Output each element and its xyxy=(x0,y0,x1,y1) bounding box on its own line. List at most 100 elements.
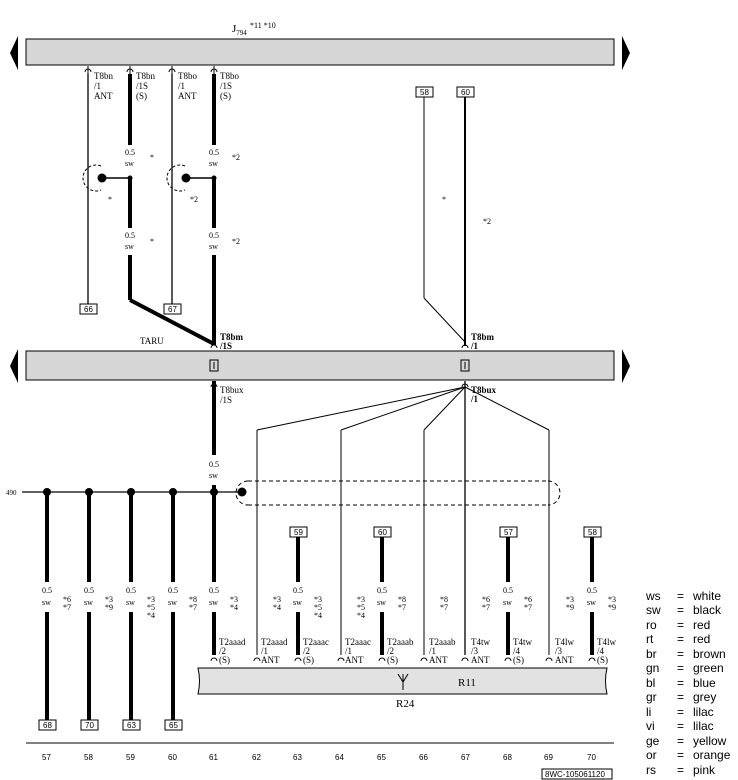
svg-text:or: or xyxy=(646,748,657,762)
svg-text:70: 70 xyxy=(587,753,596,762)
antenna-fanout xyxy=(256,381,550,655)
svg-text:green: green xyxy=(693,661,724,675)
svg-text:*8*7: *8*7 xyxy=(398,595,406,612)
rail-right-arrow-icon[interactable] xyxy=(622,349,630,383)
component-title: J794 xyxy=(232,23,247,37)
svg-text:=: = xyxy=(677,763,684,777)
svg-text:sw: sw xyxy=(293,598,302,607)
svg-text:rs: rs xyxy=(646,763,656,777)
component-r24-label: R24 xyxy=(396,698,415,710)
svg-text:=: = xyxy=(677,661,684,675)
ground-box-group: 66 67 xyxy=(79,303,182,315)
svg-text:*: * xyxy=(442,195,446,204)
svg-text:sw: sw xyxy=(84,598,93,607)
connector-label: T8bn/1S(S) xyxy=(136,71,155,101)
svg-text:grey: grey xyxy=(693,690,716,704)
svg-text:*: * xyxy=(108,195,112,204)
middle-rail xyxy=(25,350,615,381)
svg-text:sw: sw xyxy=(209,471,218,480)
svg-text:rt: rt xyxy=(646,632,654,646)
svg-text:61: 61 xyxy=(209,753,218,762)
svg-text:*2: *2 xyxy=(232,237,240,246)
svg-text:0.5: 0.5 xyxy=(209,460,219,469)
svg-text:63: 63 xyxy=(293,753,302,762)
svg-text:=: = xyxy=(677,632,684,646)
box-60-top: 60 xyxy=(461,88,470,97)
svg-text:*3*5*4: *3*5*4 xyxy=(147,595,155,620)
svg-text:vi: vi xyxy=(646,719,655,733)
svg-text:=: = xyxy=(677,603,684,617)
shield-outline xyxy=(235,480,561,506)
svg-text:68: 68 xyxy=(43,721,52,730)
svg-text:67: 67 xyxy=(461,753,470,762)
svg-text:0.5: 0.5 xyxy=(168,586,178,595)
svg-text:69: 69 xyxy=(544,753,553,762)
rail-right-arrow-icon[interactable] xyxy=(622,36,630,70)
star-notes: *6*7 *3*9 *3*5*4 *8*7 *3*4 *3*4 *3*5*4 *… xyxy=(63,595,616,620)
svg-text:68: 68 xyxy=(503,753,512,762)
svg-text:66: 66 xyxy=(419,753,428,762)
svg-text:0.5: 0.5 xyxy=(84,586,94,595)
svg-text:70: 70 xyxy=(85,721,94,730)
svg-text:ro: ro xyxy=(646,618,657,632)
connector-label: T8bo/1S(S) xyxy=(220,71,239,101)
rail-left-arrow-icon[interactable] xyxy=(10,349,18,383)
svg-text:*2: *2 xyxy=(483,217,491,226)
svg-text:pink: pink xyxy=(693,763,716,777)
svg-text:*6*7: *6*7 xyxy=(524,595,532,612)
svg-text:=: = xyxy=(677,618,684,632)
svg-text:sw: sw xyxy=(587,598,596,607)
taru-label: TARU xyxy=(140,336,164,346)
svg-text:sw: sw xyxy=(126,598,135,607)
svg-text:58: 58 xyxy=(84,753,93,762)
svg-text:lilac: lilac xyxy=(693,705,714,719)
svg-text:li: li xyxy=(646,705,651,719)
svg-text:57: 57 xyxy=(504,528,513,537)
svg-text:*3*9: *3*9 xyxy=(608,595,616,612)
svg-text:lilac: lilac xyxy=(693,719,714,733)
svg-text:65: 65 xyxy=(377,753,386,762)
mid-connector-left-upper: T8bm/1S xyxy=(219,332,244,351)
svg-text:=: = xyxy=(677,719,684,733)
fuse-icon xyxy=(460,359,470,372)
svg-text:sw: sw xyxy=(377,598,386,607)
box-58-top: 58 xyxy=(420,88,429,97)
svg-text:sw: sw xyxy=(125,242,134,251)
mid-connector-right-lower: T8bux/1 xyxy=(470,385,497,404)
svg-text:T2aaac/2(S): T2aaac/2(S) xyxy=(303,637,329,665)
fuse-icon xyxy=(209,359,219,372)
svg-text:*2: *2 xyxy=(190,195,198,204)
svg-text:sw: sw xyxy=(503,598,512,607)
svg-text:=: = xyxy=(677,676,684,690)
doc-number: 8WC-105061120 xyxy=(545,770,605,779)
svg-text:*: * xyxy=(150,237,154,246)
svg-text:blue: blue xyxy=(693,676,716,690)
svg-text:0.5: 0.5 xyxy=(293,586,303,595)
svg-text:gr: gr xyxy=(646,690,657,704)
svg-text:*3*5*4: *3*5*4 xyxy=(314,595,322,620)
svg-text:*8*7: *8*7 xyxy=(440,595,448,612)
svg-text:sw: sw xyxy=(209,242,218,251)
svg-text:gn: gn xyxy=(646,661,659,675)
svg-text:white: white xyxy=(692,589,721,603)
svg-text:*2: *2 xyxy=(232,153,240,162)
svg-text:yellow: yellow xyxy=(693,734,727,748)
svg-text:ws: ws xyxy=(645,589,661,603)
wire-size-labels-lower: 0.5sw 0.5sw 0.5sw 0.5sw 0.5sw 0.5sw 0.5s… xyxy=(42,586,597,607)
rail-left-arrow-icon[interactable] xyxy=(10,36,18,70)
splice-dot-icon xyxy=(181,173,191,183)
svg-text:sw: sw xyxy=(646,603,661,617)
splice-dot-icon xyxy=(97,173,107,183)
svg-text:=: = xyxy=(677,647,684,661)
svg-text:59: 59 xyxy=(294,528,303,537)
svg-text:*6*7: *6*7 xyxy=(482,595,490,612)
title-notes: *11 *10 xyxy=(250,21,276,30)
svg-text:T4lw/4(S): T4lw/4(S) xyxy=(597,637,616,665)
